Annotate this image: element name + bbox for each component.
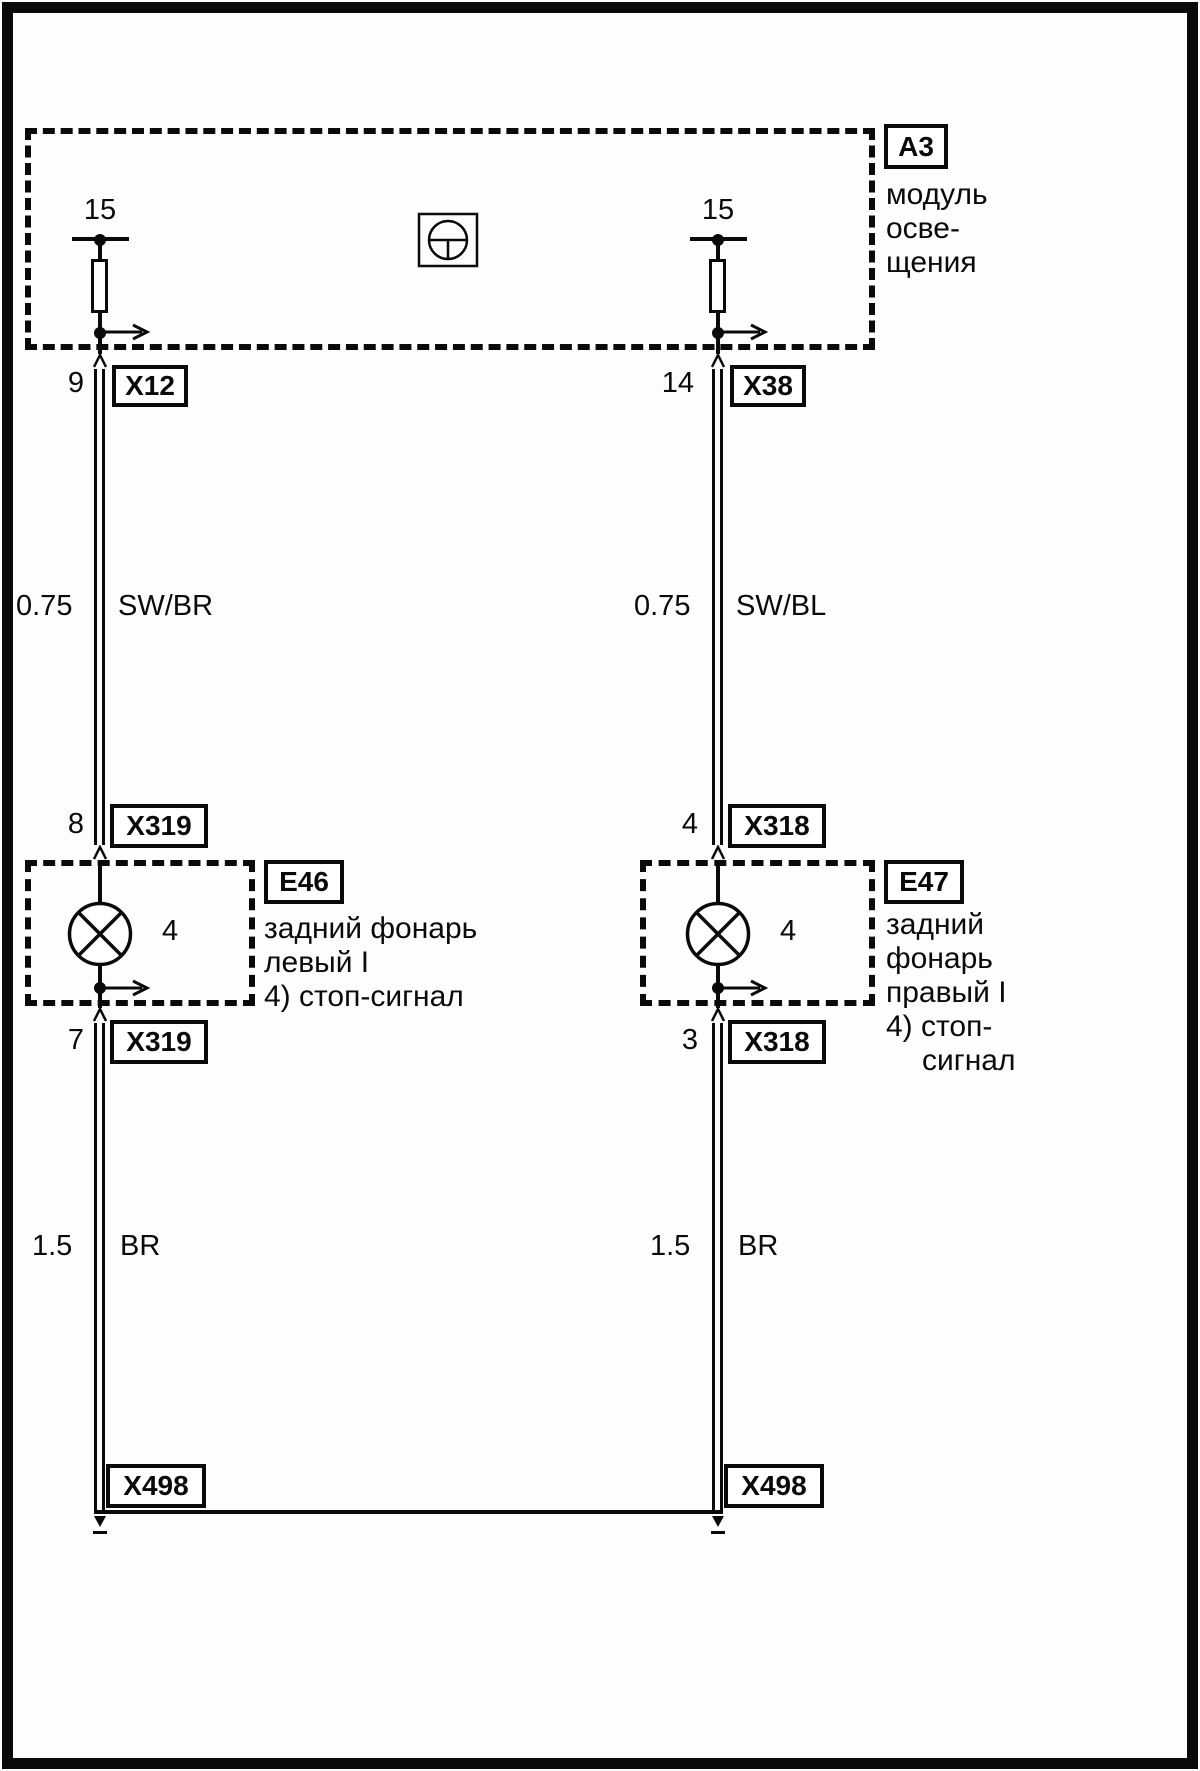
connector-pin-icon <box>710 845 726 861</box>
connector-x319-bottom-box: X319 <box>110 1020 208 1064</box>
description-line: 4) стоп-сигнал <box>264 980 464 1013</box>
lamp-e47-id-box: E47 <box>884 860 964 904</box>
connector-x498-right-box: X498 <box>724 1464 824 1508</box>
wire-continuation-arrow-icon <box>100 978 156 998</box>
pin-number-7: 7 <box>67 1024 84 1056</box>
ground-arrow-icon <box>92 1514 108 1530</box>
wire-gauge-label: 1.5 <box>32 1230 73 1262</box>
connector-pin-icon <box>92 353 108 369</box>
connector-x12-box: X12 <box>112 365 188 407</box>
connector-pin-icon <box>710 1007 726 1023</box>
wire-segment <box>98 860 102 902</box>
wire-right-upper <box>712 369 723 845</box>
ground-bus-line <box>94 1510 723 1514</box>
connector-x318-bottom-box: X318 <box>728 1020 826 1064</box>
pin-number-9: 9 <box>67 367 84 399</box>
description-line: фонарь <box>886 942 993 975</box>
module-a3-outline <box>25 128 875 350</box>
fuse-icon <box>709 259 726 313</box>
pin-number-8: 8 <box>67 808 84 840</box>
description-line: задний фонарь <box>264 912 478 945</box>
description-line: 4) стоп- <box>886 1010 993 1043</box>
description-line: модуль <box>886 178 988 211</box>
wire-color-label: BR <box>120 1230 161 1262</box>
connector-pin-icon <box>92 1007 108 1023</box>
connector-pin-icon <box>710 353 726 369</box>
connector-x498-left-box: X498 <box>106 1464 206 1508</box>
pin-number-3: 3 <box>681 1024 698 1056</box>
description-line: левый I <box>264 946 370 979</box>
wire-left-lower <box>94 1023 105 1510</box>
wire-gauge-label: 1.5 <box>650 1230 691 1262</box>
lamp-e46-outline <box>25 860 255 1006</box>
lamp-icon <box>66 900 134 968</box>
description-line: правый I <box>886 976 1007 1009</box>
lamp-e47-outline <box>640 860 875 1006</box>
wire-right-lower <box>712 1023 723 1510</box>
fuse-icon <box>91 259 108 313</box>
steering-wheel-icon <box>417 212 479 268</box>
wire-gauge-label: 0.75 <box>16 590 73 622</box>
ground-tick <box>711 1531 725 1534</box>
terminal-15-right-label: 15 <box>701 194 735 226</box>
connector-x38-box: X38 <box>730 365 806 407</box>
description-line: щения <box>886 246 977 279</box>
ground-arrow-icon <box>710 1514 726 1530</box>
connector-x318-top-box: X318 <box>728 804 826 848</box>
wire-color-label: SW/BR <box>118 590 214 622</box>
wire-continuation-arrow-icon <box>100 322 156 342</box>
wire-segment <box>716 860 720 902</box>
module-a3-description: модуль осве- щения <box>886 178 988 280</box>
terminal-15-left-label: 15 <box>83 194 117 226</box>
wire-left-upper <box>94 369 105 845</box>
wire-color-label: BR <box>738 1230 779 1262</box>
wire-continuation-arrow-icon <box>718 978 774 998</box>
connector-pin-icon <box>92 845 108 861</box>
lamp-e47-description: задний фонарь правый I 4) стоп- сигнал <box>886 908 1015 1078</box>
description-line: задний <box>886 908 985 941</box>
lamp-e47-contact-label: 4 <box>780 915 797 947</box>
wire-color-label: SW/BL <box>736 590 827 622</box>
pin-number-14: 14 <box>661 367 694 399</box>
ground-tick <box>93 1531 107 1534</box>
pin-number-4: 4 <box>681 808 698 840</box>
description-line: осве- <box>886 212 960 245</box>
wire-continuation-arrow-icon <box>718 322 774 342</box>
lamp-e46-id-box: E46 <box>264 860 344 904</box>
module-a3-id-box: A3 <box>884 124 948 169</box>
lamp-e46-description: задний фонарь левый I 4) стоп-сигнал <box>264 912 477 1014</box>
wire-gauge-label: 0.75 <box>634 590 691 622</box>
description-line: сигнал <box>922 1044 1016 1077</box>
lamp-e46-contact-label: 4 <box>162 915 179 947</box>
lamp-icon <box>684 900 752 968</box>
connector-x319-top-box: X319 <box>110 804 208 848</box>
